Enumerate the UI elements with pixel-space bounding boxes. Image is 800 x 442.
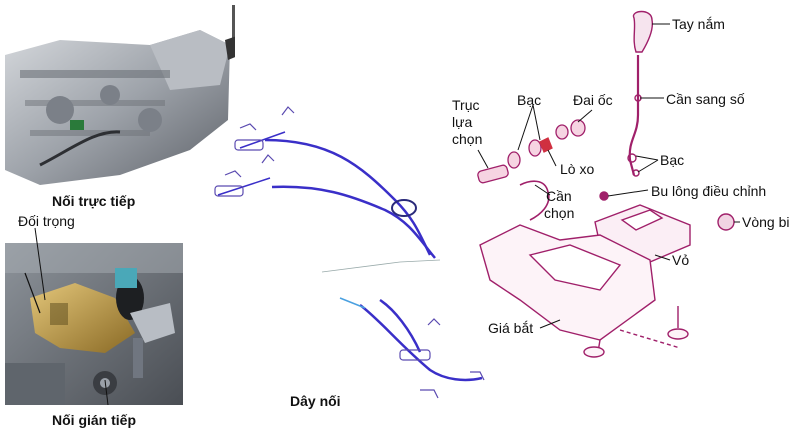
label-cable: Dây nối [290, 393, 341, 409]
label-bushing-right: Bạc [660, 152, 685, 168]
label-selector-shaft-1: Trục [452, 97, 480, 113]
label-select-lever-1: Cần [546, 188, 572, 204]
label-nut: Đai ốc [573, 92, 613, 108]
leader-thin [321, 259, 441, 273]
selector-components [477, 119, 586, 221]
bracket [479, 224, 689, 358]
label-direct: Nối trực tiếp [52, 193, 136, 209]
label-indirect: Nối gián tiếp [52, 412, 136, 428]
label-counterweight: Đối trọng [18, 213, 75, 229]
leader-lines [34, 23, 740, 406]
label-adjust-bolt: Bu lông điều chỉnh [651, 183, 767, 199]
label-bearing: Vòng bi [742, 214, 790, 230]
label-selector-shaft-3: chọn [452, 131, 483, 147]
label-spring: Lò xo [560, 161, 595, 177]
shift-lever-assembly [599, 10, 735, 231]
label-select-lever-2: chọn [544, 205, 575, 221]
label-knob: Tay nắm [672, 16, 725, 32]
label-bushing-top: Bạc [517, 92, 542, 108]
cable-assembly [217, 131, 483, 382]
transmission-photo [0, 0, 235, 190]
label-selector-shaft-2: lựa [452, 114, 473, 130]
cable-end-fittings [214, 106, 485, 399]
linkage-photo [5, 243, 183, 405]
label-shift-lever: Cần sang số [666, 91, 745, 107]
label-bracket: Giá bắt [488, 320, 534, 336]
label-housing: Vỏ [672, 252, 690, 268]
